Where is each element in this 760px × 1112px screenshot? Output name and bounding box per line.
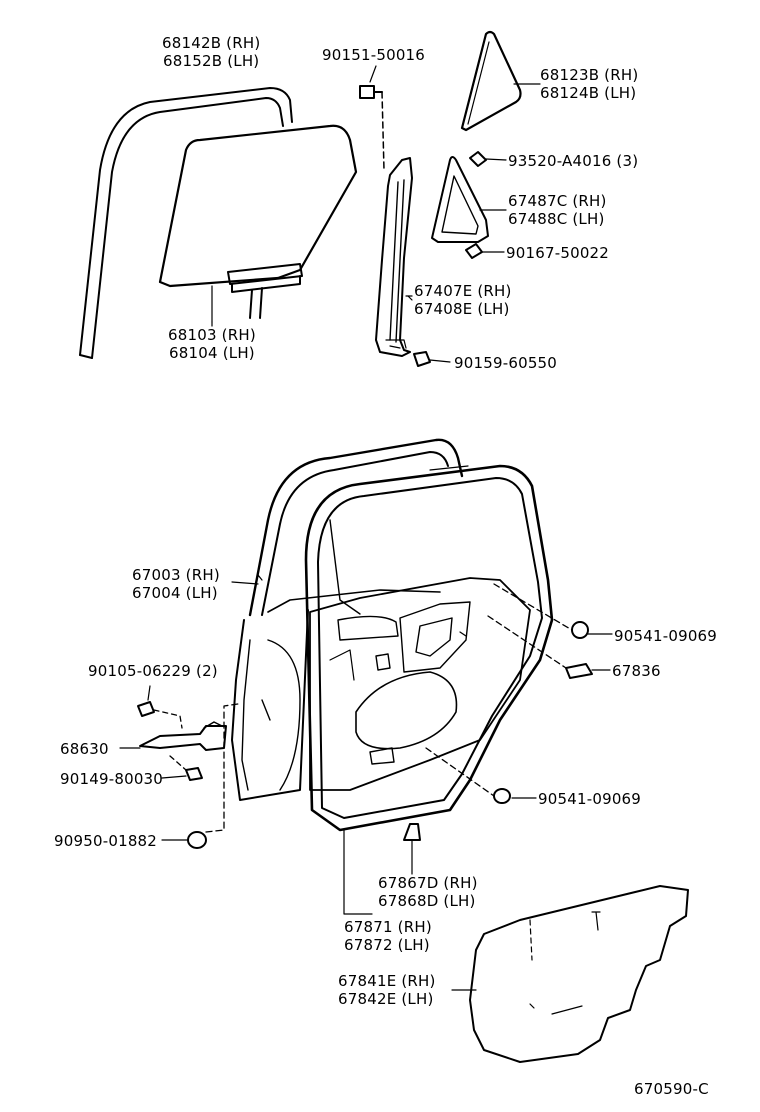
screw-frame-icon: [465, 243, 505, 259]
part-number: 68142B (RH): [162, 34, 261, 52]
part-number: 90149-80030: [60, 770, 164, 788]
part-number: 67408E (LH): [414, 300, 510, 318]
inner-door-panel: [309, 577, 531, 791]
service-cover-plug-icon: [487, 615, 611, 679]
callout-screw-quarter: 93520-A4016 (3): [508, 152, 638, 170]
part-number: 90541-09069: [614, 627, 718, 645]
part-number: 67842E (LH): [338, 990, 434, 1008]
bolt-check-icon: [137, 685, 183, 729]
callout-quarter-window-run: 68142B (RH) 68152B (LH): [162, 34, 260, 70]
callout-bolt-check-lower: 90149-80030: [60, 770, 163, 788]
part-number: 67004 (LH): [132, 584, 218, 602]
door-panel-leader: [231, 581, 259, 585]
callout-door-panel: 67003 (RH) 67004 (LH): [132, 566, 220, 602]
door-weatherstrip: [304, 464, 554, 832]
weatherstrip-clip-icon: [403, 823, 421, 875]
part-number: 90159-60550: [454, 354, 558, 372]
callout-door-glass: 68103 (RH) 68104 (LH): [168, 326, 256, 362]
screw-quarter-icon: [469, 151, 507, 167]
part-number: 67841E (RH): [338, 972, 436, 990]
hole-plug-upper-icon: [493, 583, 613, 639]
callout-quarter-frame: 67487C (RH) 67488C (LH): [508, 192, 607, 228]
division-bar: [375, 157, 413, 357]
callout-service-cover-plug: 67836: [612, 662, 661, 680]
callout-weatherstrip: 67871 (RH) 67872 (LH): [344, 918, 432, 954]
part-number: 90541-09069: [538, 790, 642, 808]
part-number: 68630: [60, 740, 109, 758]
screw-top-icon: [359, 65, 385, 171]
part-number: 67487C (RH): [508, 192, 607, 210]
part-number: 67872 (LH): [344, 936, 430, 954]
part-number: 67003 (RH): [132, 566, 220, 584]
part-number: 68104 (LH): [169, 344, 255, 362]
part-number: 67836: [612, 662, 661, 680]
clip-icon: [413, 351, 451, 367]
part-number: 67867D (RH): [378, 874, 478, 892]
quarter-glass: [460, 30, 541, 132]
callout-hole-plug-upper: 90541-09069: [614, 627, 717, 645]
door-glass: [158, 124, 358, 323]
part-number: 67488C (LH): [508, 210, 605, 228]
callout-hole-plug-lower: 90541-09069: [538, 790, 641, 808]
part-number: 90167-50022: [506, 244, 610, 262]
callout-bolt-check: 90105-06229 (2): [88, 662, 218, 680]
weatherstrip-leader: [343, 829, 373, 915]
callout-quarter-glass: 68123B (RH) 68124B (LH): [540, 66, 638, 102]
door-panel: [231, 438, 464, 801]
part-number: 67868D (LH): [378, 892, 476, 910]
callout-clip-bar: 90159-60550: [454, 354, 557, 372]
callout-screw-top: 90151-50016: [322, 46, 425, 64]
part-number: 90105-06229 (2): [88, 662, 218, 680]
part-number: 68152B (LH): [163, 52, 260, 70]
part-number: 68103 (RH): [168, 326, 256, 344]
quarter-window-run-channel: [79, 87, 293, 359]
callout-division-bar: 67407E (RH) 67408E (LH): [414, 282, 512, 318]
callout-service-hole-cover: 67841E (RH) 67842E (LH): [338, 972, 436, 1008]
callout-screw-frame: 90167-50022: [506, 244, 609, 262]
callout-weatherstrip-clip: 67867D (RH) 67868D (LH): [378, 874, 478, 910]
plug-icon: [161, 703, 239, 849]
part-number: 67407E (RH): [414, 282, 512, 300]
part-number: 90950-01882: [54, 832, 158, 850]
part-number: 90151-50016: [322, 46, 426, 64]
service-hole-cover: [451, 885, 689, 1063]
door-check: [119, 721, 227, 751]
quarter-window-frame: [431, 156, 507, 243]
part-number: 67871 (RH): [344, 918, 432, 936]
part-number: 68123B (RH): [540, 66, 639, 84]
hole-plug-lower-icon: [425, 747, 537, 804]
part-number: 68124B (LH): [540, 84, 637, 102]
callout-plug: 90950-01882: [54, 832, 157, 850]
bolt-check-lower-icon: [161, 755, 203, 781]
diagram-id: 670590-C: [634, 1080, 709, 1098]
callout-door-check: 68630: [60, 740, 109, 758]
part-number: 93520-A4016 (3): [508, 152, 639, 170]
